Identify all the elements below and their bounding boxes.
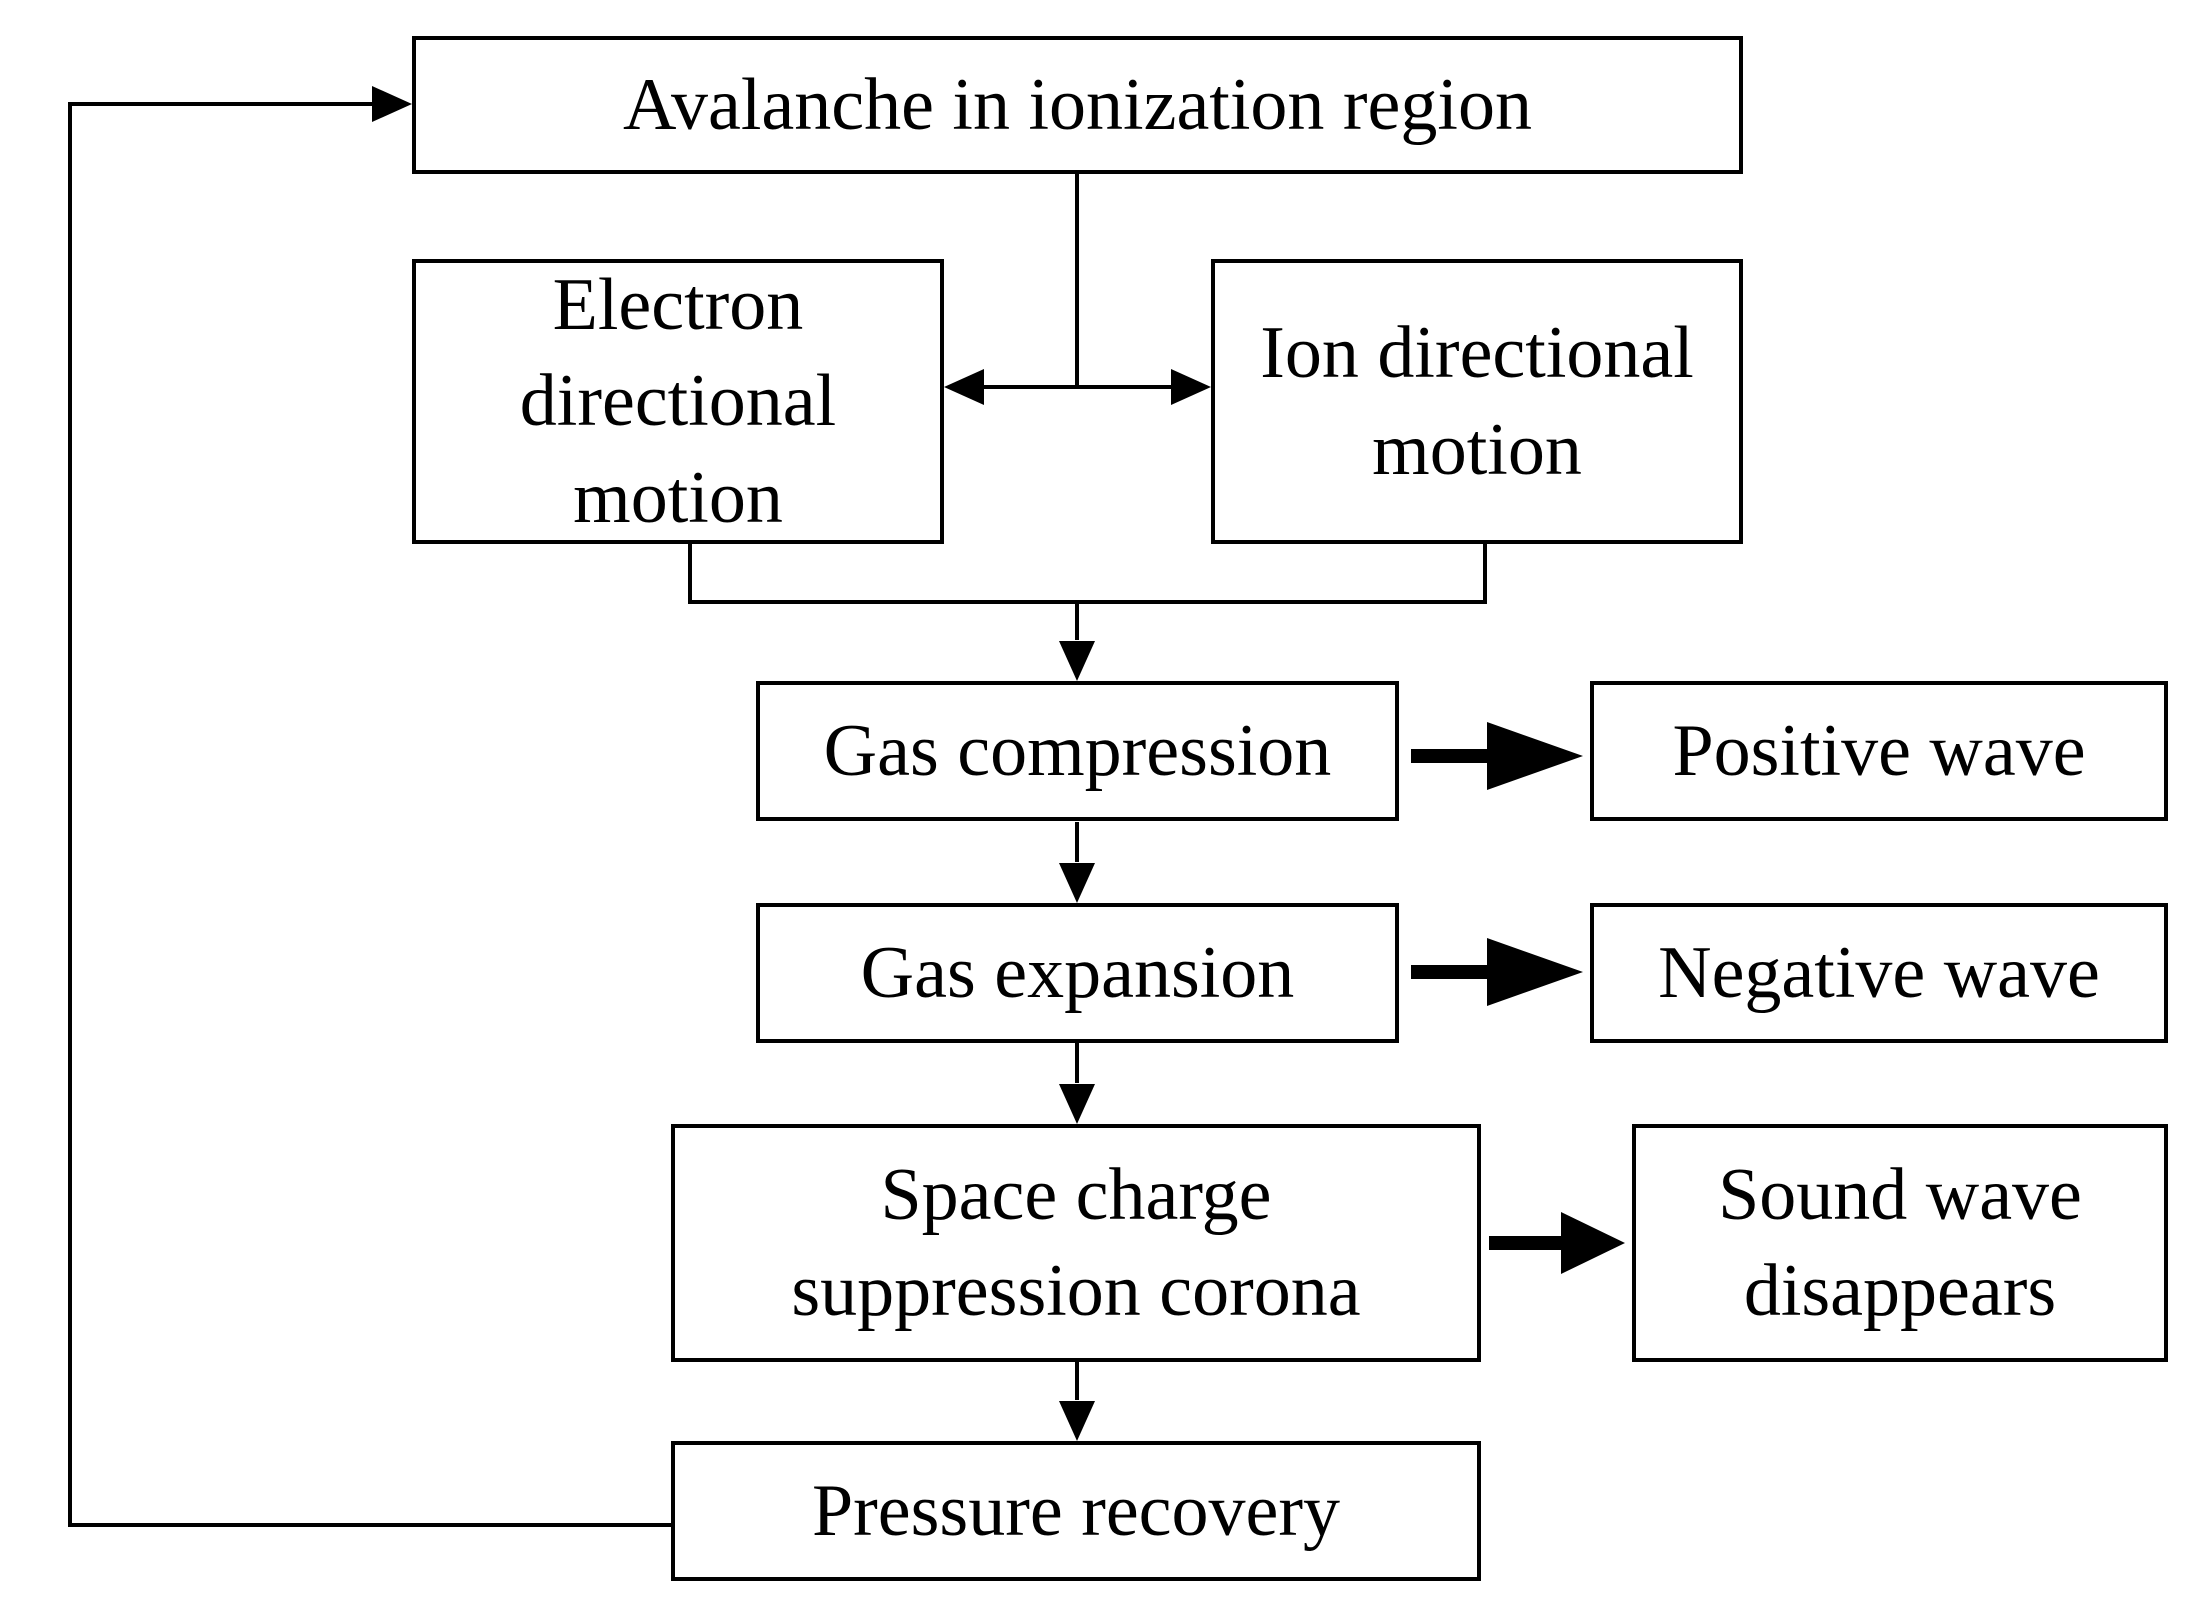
negative-wave-box: Negative wave (1590, 903, 2168, 1043)
gas-expansion-label: Gas expansion (860, 931, 1295, 1014)
avalanche-box: Avalanche in ionization region (412, 36, 1743, 174)
sound-wave-label-line-2: disappears (1743, 1250, 2057, 1332)
ion-label-line-1: Ion directional (1260, 312, 1694, 395)
gas-expansion-box: Gas expansion (756, 903, 1399, 1043)
sound-wave-box: Sound wave disappears (1632, 1124, 2168, 1362)
thick-arrowhead-negative (1487, 938, 1583, 1006)
negative-wave-label: Negative wave (1658, 931, 2100, 1014)
ion-motion-box: Ion directional motion (1211, 259, 1743, 544)
space-charge-box: Space charge suppression corona (671, 1124, 1481, 1362)
electron-label-line-2: directional (519, 360, 837, 443)
arrowhead-ion (1171, 369, 1211, 405)
electron-label-line-1: Electron (552, 264, 804, 347)
arrowhead-feedback (372, 86, 412, 122)
positive-wave-box: Positive wave (1590, 681, 2168, 821)
thick-arrowhead-positive (1487, 722, 1583, 790)
ion-label-line-2: motion (1372, 408, 1582, 491)
pressure-recovery-box: Pressure recovery (671, 1441, 1481, 1581)
sound-wave-label-line-1: Sound wave (1718, 1153, 2082, 1236)
arrowhead-electron (944, 369, 984, 405)
gas-compression-label: Gas compression (823, 709, 1332, 792)
electron-label-line-3: motion (573, 456, 783, 539)
positive-wave-label: Positive wave (1672, 709, 2086, 792)
electron-motion-box: Electron directional motion (412, 259, 944, 544)
avalanche-label: Avalanche in ionization region (623, 63, 1532, 146)
arrowhead-expansion (1059, 863, 1095, 903)
connector-merge (688, 543, 1487, 604)
gas-compression-box: Gas compression (756, 681, 1399, 821)
thick-arrowhead-sound (1561, 1212, 1625, 1274)
arrowhead-compression (1059, 641, 1095, 681)
arrowhead-spacecharge (1059, 1084, 1095, 1124)
pressure-recovery-label: Pressure recovery (811, 1469, 1341, 1552)
feedback-loop-line (68, 102, 676, 1527)
space-charge-label-line-2: suppression corona (791, 1250, 1361, 1332)
arrowhead-pressure (1059, 1401, 1095, 1441)
space-charge-label-line-1: Space charge (880, 1153, 1272, 1236)
